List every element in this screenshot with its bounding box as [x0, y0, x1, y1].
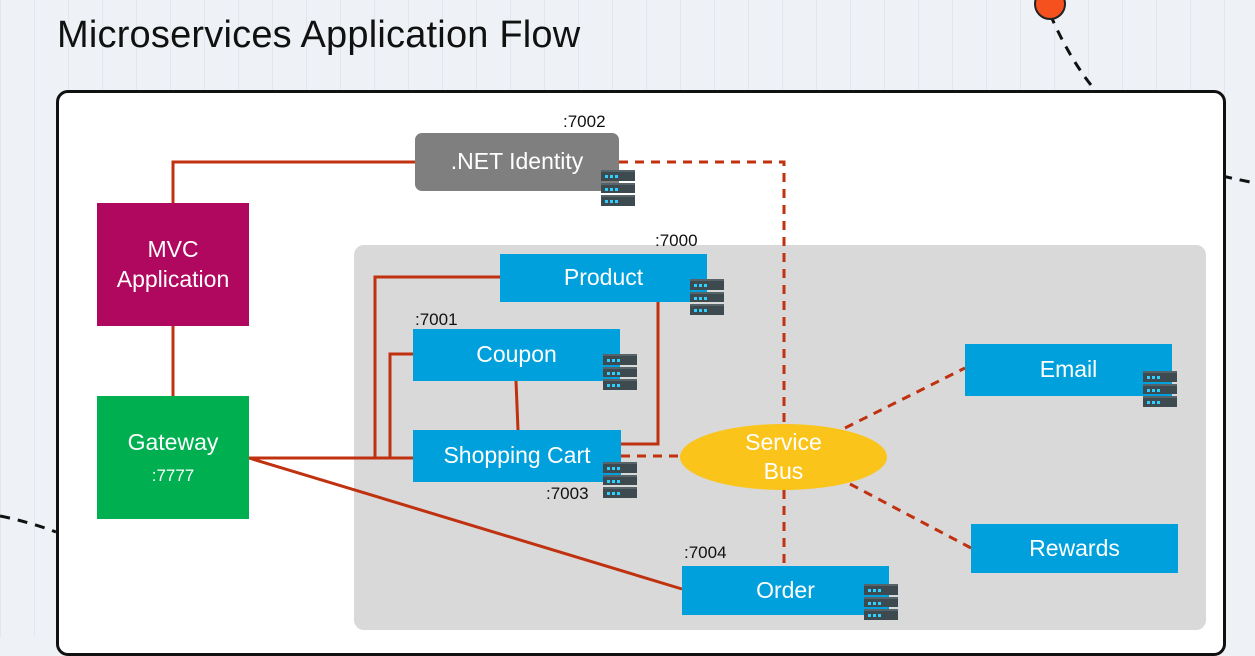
- coupon-label: Coupon: [476, 341, 557, 368]
- connector-product-cart: [621, 302, 660, 446]
- page-title: Microservices Application Flow: [57, 14, 581, 56]
- connector-mvc-identity: [171, 160, 415, 203]
- connector-bus-email: [844, 366, 966, 430]
- email-label: Email: [1039, 356, 1098, 383]
- email-node[interactable]: Email: [965, 344, 1172, 396]
- server-rack-icon: [864, 584, 898, 621]
- mvc-label: MVC Application: [116, 235, 230, 292]
- connector-identity-bus: [619, 160, 786, 424]
- coupon-port: :7001: [415, 310, 458, 329]
- connector-gateway-order: [248, 456, 683, 591]
- service-bus-node[interactable]: Service Bus: [680, 424, 887, 490]
- service-bus-label: Service Bus: [745, 429, 822, 484]
- connector-layer: [171, 160, 972, 591]
- connector-coupon-cart: [514, 380, 520, 431]
- connector-bus-rewards: [849, 482, 972, 550]
- server-rack-icon: [1143, 371, 1177, 408]
- server-rack-icon: [603, 354, 637, 391]
- coupon-node[interactable]: Coupon: [413, 329, 620, 381]
- cart-label: Shopping Cart: [443, 442, 591, 469]
- cart-node[interactable]: Shopping Cart: [413, 430, 621, 482]
- mvc-node[interactable]: MVC Application: [97, 203, 249, 326]
- order-node[interactable]: Order: [682, 566, 889, 615]
- gateway-node[interactable]: Gateway :7777: [97, 396, 249, 519]
- gateway-port: :7777: [151, 466, 195, 486]
- server-rack-icon: [601, 170, 635, 207]
- product-label: Product: [563, 264, 644, 291]
- connector-gateway-product: [373, 275, 500, 458]
- identity-node[interactable]: .NET Identity: [415, 133, 619, 191]
- connector-gateway-coupon: [388, 352, 413, 458]
- cart-port: :7003: [546, 484, 589, 503]
- rewards-node[interactable]: Rewards: [971, 524, 1178, 573]
- identity-port: :7002: [563, 112, 606, 131]
- identity-label: .NET Identity: [450, 148, 584, 175]
- server-rack-icon: [690, 279, 724, 316]
- server-rack-icon: [603, 462, 637, 499]
- product-port: :7000: [655, 231, 698, 250]
- rewards-label: Rewards: [1029, 534, 1120, 561]
- product-node[interactable]: Product: [500, 254, 707, 302]
- order-label: Order: [756, 576, 815, 603]
- decor-dashed-arc-top: [1048, 13, 1097, 91]
- order-port: :7004: [684, 543, 727, 562]
- decor-dashed-arc-left: [0, 514, 57, 534]
- gateway-label: Gateway: [127, 428, 219, 455]
